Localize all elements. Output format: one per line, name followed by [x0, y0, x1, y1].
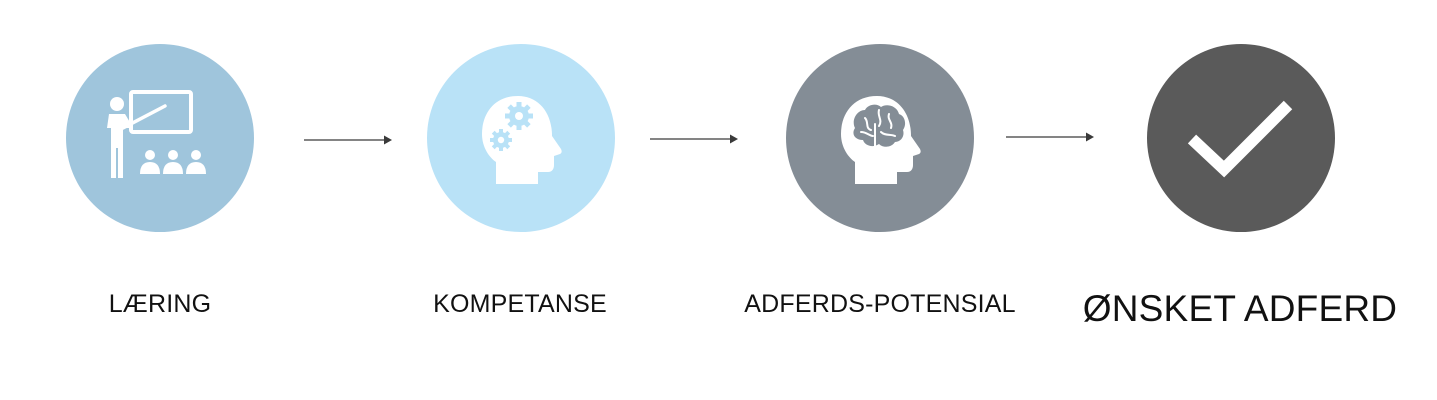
step-label-onsket-adferd: ØNSKET ADFERD: [1082, 288, 1398, 329]
head-gears-icon: [482, 96, 562, 184]
arrow-icon: [650, 134, 738, 144]
checkmark-icon: [1187, 100, 1293, 178]
step-circle-adferds-potensial: [786, 44, 974, 232]
step-circle-laering: [66, 44, 254, 232]
arrow-icon: [1006, 132, 1094, 142]
teacher-presentation-icon: [107, 90, 206, 178]
head-brain-icon: [841, 96, 921, 184]
step-circle-kompetanse: [427, 44, 615, 232]
step-label-adferds-potensial: ADFERDS-POTENSIAL: [744, 290, 1016, 318]
arrow-icon: [304, 135, 392, 145]
step-label-kompetanse: KOMPETANSE: [433, 290, 607, 318]
step-label-laering: LÆRING: [108, 290, 212, 318]
step-circle-onsket-adferd: [1147, 44, 1335, 232]
